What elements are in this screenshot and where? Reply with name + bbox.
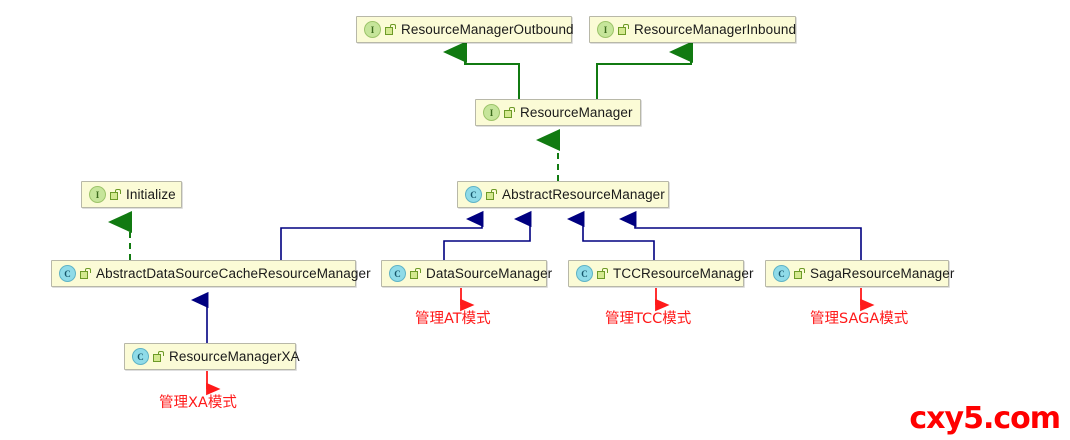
node-label: TCCResourceManager [613, 265, 754, 281]
annotation-xa-mode: 管理XA模式 [159, 395, 237, 411]
public-lock-icon [597, 268, 608, 279]
edge-adscrm-to-arm [280, 210, 484, 260]
public-lock-icon [153, 351, 164, 362]
edge-sagarm-to-arm [618, 210, 862, 260]
node-initialize[interactable]: I Initialize [81, 181, 182, 208]
class-badge-icon: C [773, 265, 790, 282]
class-badge-icon: C [389, 265, 406, 282]
public-lock-icon [794, 268, 805, 279]
node-label: ResourceManager [520, 104, 633, 120]
interface-badge-icon: I [89, 186, 106, 203]
class-badge-icon: C [132, 348, 149, 365]
class-badge-icon: C [576, 265, 593, 282]
class-badge-icon: C [465, 186, 482, 203]
node-datasource-manager[interactable]: C DataSourceManager [381, 260, 552, 287]
public-lock-icon [80, 268, 91, 279]
public-lock-icon [486, 189, 497, 200]
edge-dsm-to-arm [443, 210, 532, 260]
node-abstract-resource-manager[interactable]: C AbstractResourceManager [457, 181, 669, 208]
public-lock-icon [385, 24, 396, 35]
node-label: ResourceManagerOutbound [401, 21, 574, 37]
node-label: ResourceManagerXA [169, 348, 300, 364]
node-label: AbstractDataSourceCacheResourceManager [96, 265, 371, 281]
interface-badge-icon: I [364, 21, 381, 38]
node-label: SagaResourceManager [810, 265, 955, 281]
node-label: DataSourceManager [426, 265, 553, 281]
node-label: ResourceManagerInbound [634, 21, 797, 37]
node-label: AbstractResourceManager [502, 186, 665, 202]
node-abstract-datasource-cache-resource-manager[interactable]: C AbstractDataSourceCacheResourceManager [51, 260, 371, 287]
public-lock-icon [110, 189, 121, 200]
public-lock-icon [618, 24, 629, 35]
node-saga-resource-manager[interactable]: C SagaResourceManager [765, 260, 954, 287]
annotation-saga-mode: 管理SAGA模式 [810, 311, 909, 327]
interface-badge-icon: I [483, 104, 500, 121]
annotation-at-mode: 管理AT模式 [415, 311, 491, 327]
edge-rm-to-outbound [443, 41, 520, 99]
node-resource-manager-outbound[interactable]: I ResourceManagerOutbound [356, 16, 574, 43]
node-resource-manager[interactable]: I ResourceManager [475, 99, 641, 126]
interface-badge-icon: I [597, 21, 614, 38]
class-badge-icon: C [59, 265, 76, 282]
edge-rm-to-inbound [596, 41, 693, 99]
public-lock-icon [504, 107, 515, 118]
public-lock-icon [410, 268, 421, 279]
node-resource-manager-xa[interactable]: C ResourceManagerXA [124, 343, 300, 370]
edge-tccrm-to-arm [566, 210, 655, 260]
node-label: Initialize [126, 186, 176, 202]
node-resource-manager-inbound[interactable]: I ResourceManagerInbound [589, 16, 796, 43]
annotation-tcc-mode: 管理TCC模式 [605, 311, 692, 327]
node-tcc-resource-manager[interactable]: C TCCResourceManager [568, 260, 754, 287]
site-watermark: cxy5.com [909, 401, 1061, 436]
